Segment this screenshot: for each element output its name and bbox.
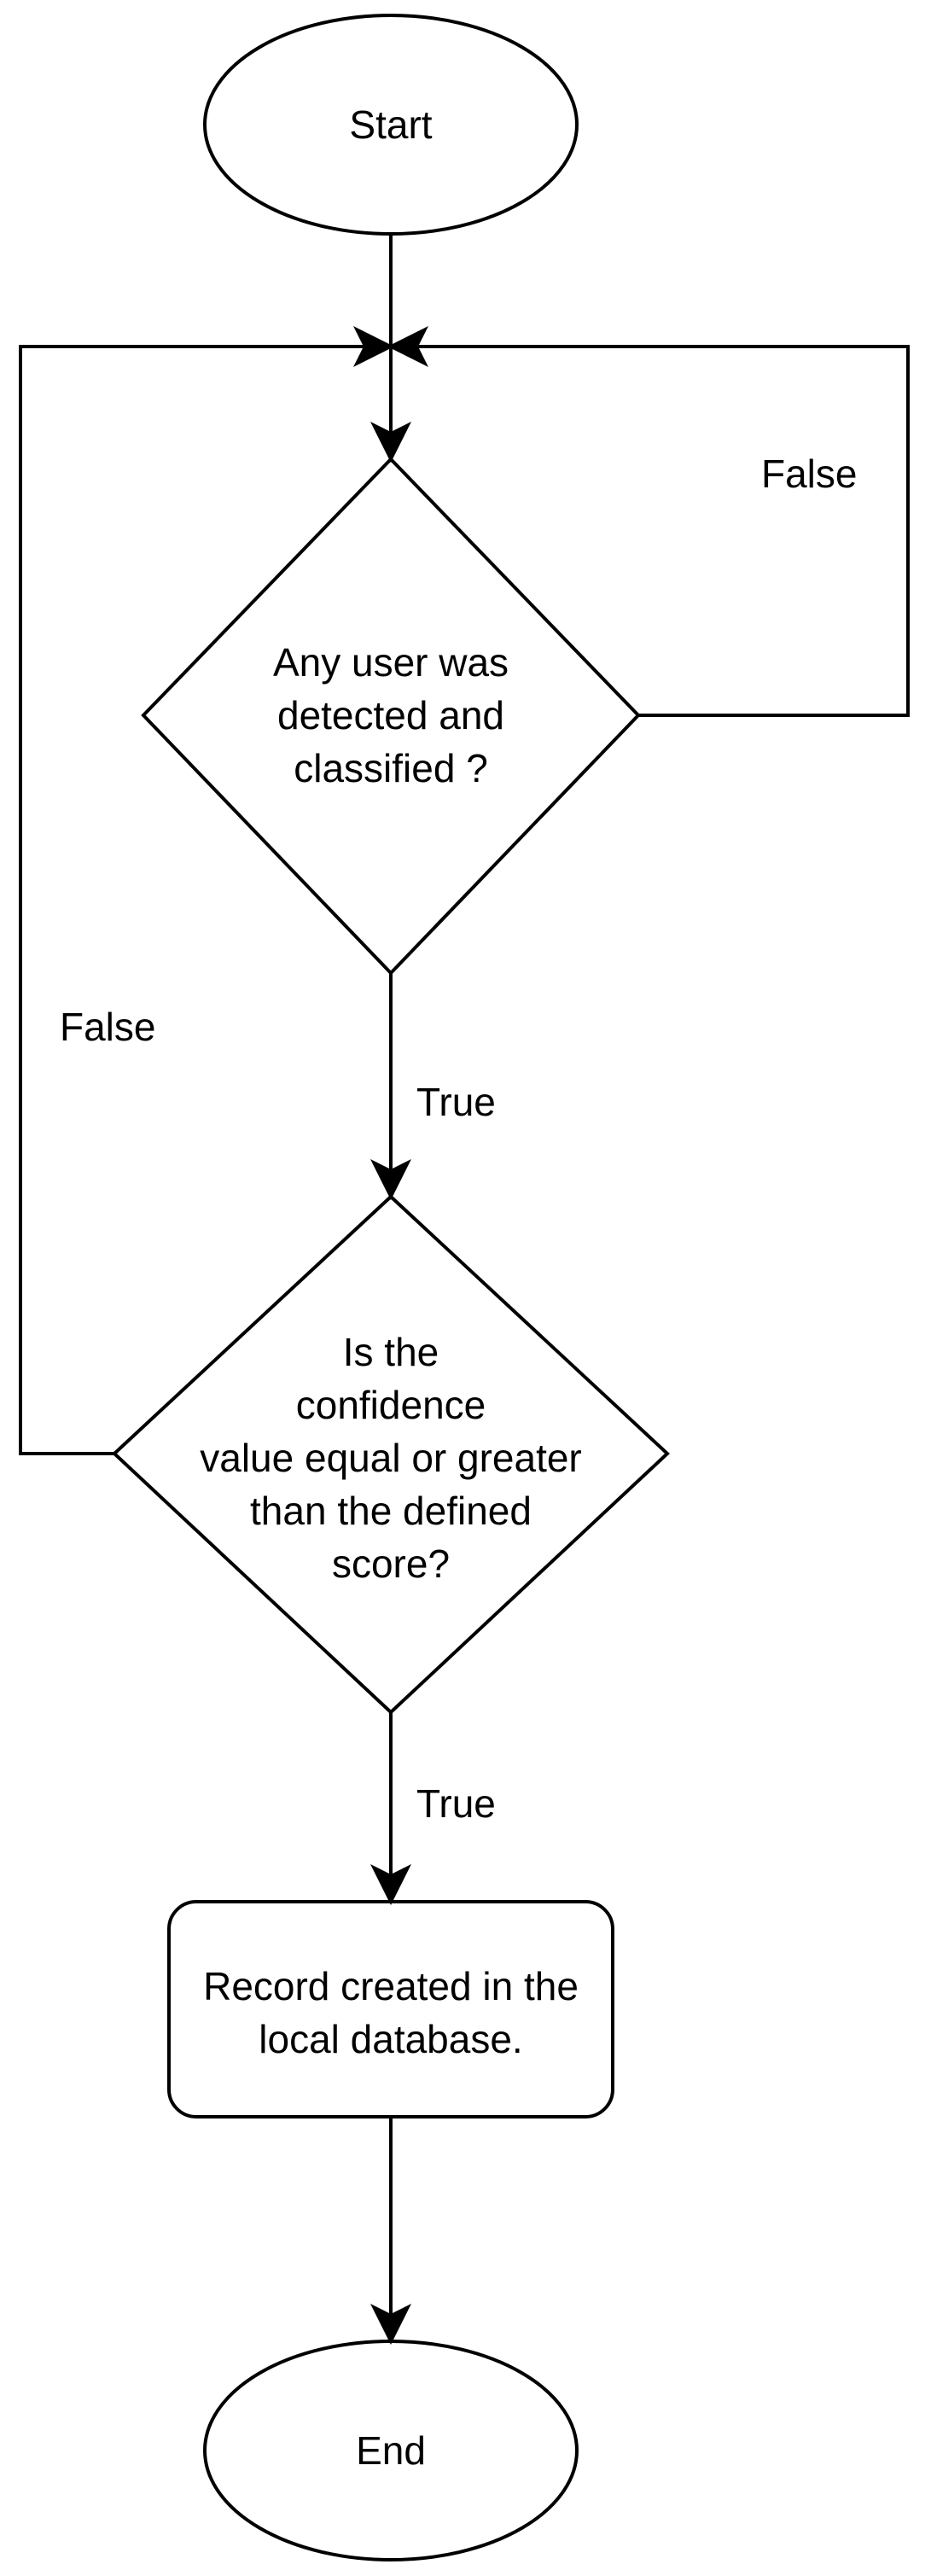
edge-detect-false-loop — [387, 326, 910, 717]
edge-label-detect-false: False — [761, 452, 858, 496]
edge-label-confidence-false: False — [60, 1005, 156, 1049]
edge-label-confidence-true: True — [416, 1781, 496, 1826]
edge-confidence-false-loop — [19, 326, 394, 1455]
end-label: End — [356, 2428, 426, 2473]
start-label: Start — [349, 102, 433, 147]
decision-confidence-label: Is the confidence value equal or greater… — [200, 1330, 582, 1586]
decision-detect-label: Any user was detected and classified ? — [272, 640, 509, 790]
record-label: Record created in the local database. — [203, 1964, 579, 2061]
edge-label-detect-true: True — [416, 1080, 496, 1124]
